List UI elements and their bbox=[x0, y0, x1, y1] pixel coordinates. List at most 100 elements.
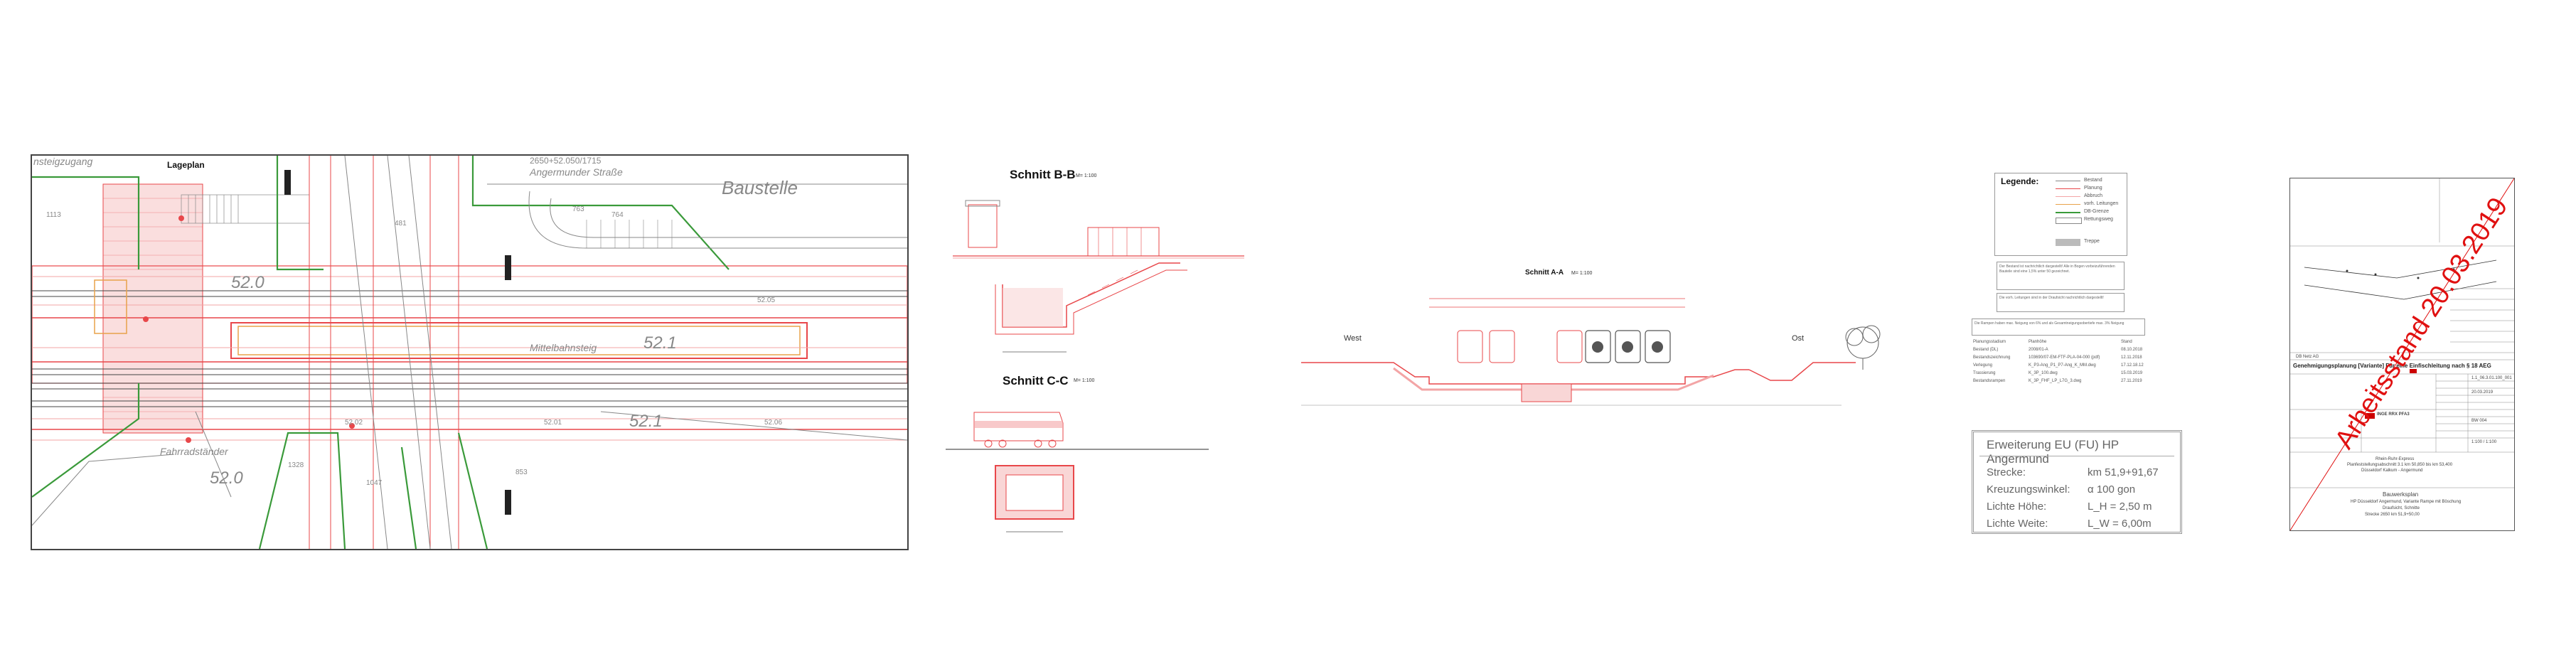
info-value: α 100 gon bbox=[2088, 483, 2136, 496]
table-cell: Planungsstadium bbox=[1973, 340, 2006, 344]
table-cell: 27.11.2019 bbox=[2121, 379, 2142, 383]
project-subtitle: Düsseldorf Kalkum - Angermund bbox=[2361, 469, 2423, 473]
km-label: 481 bbox=[395, 220, 407, 228]
project-name: Rhein-Ruhr-Express bbox=[2375, 457, 2415, 461]
info-value: L_H = 2,50 m bbox=[2088, 501, 2152, 513]
schnitt-cc-drawing bbox=[946, 412, 1209, 532]
project-subtitle: Planfeststellungsabschnitt 3.1 km 50,850… bbox=[2347, 463, 2453, 467]
schnitt-bb-scale: M= 1:100 bbox=[1076, 173, 1097, 178]
legend-item: Bestand bbox=[2084, 178, 2102, 183]
schnitt-aa-title: Schnitt A-A bbox=[1525, 269, 1564, 277]
drawing-subtitle: Draufsicht, Schnitte bbox=[2383, 506, 2420, 510]
table-cell: Planhöhe bbox=[2029, 340, 2047, 344]
legend-item: vorh. Leitungen bbox=[2084, 201, 2119, 206]
legend-note-text: Die Rampen haben max. Neigung von 6% und… bbox=[1974, 321, 2125, 326]
table-row: Verlegung K_P3-Ang_P1_P7-Ang_K_MM.dwg 17… bbox=[1972, 363, 2144, 371]
lageplan-sheet: Lageplan nsteigzugang Baustelle Angermun… bbox=[31, 154, 909, 550]
height-label: 52.05 bbox=[757, 296, 776, 304]
legend-note-1: Der Bestand ist nachrichtlich dargestell… bbox=[1997, 262, 2125, 290]
label-baustelle: Baustelle bbox=[722, 177, 798, 198]
legend-swatch-db-grenze bbox=[2056, 212, 2080, 213]
legend-swatch-rettungsweg bbox=[2056, 218, 2082, 224]
schnitt-aa-scale: M= 1:100 bbox=[1571, 271, 1593, 276]
height-label: 52.01 bbox=[544, 419, 562, 427]
table-cell: Bestandszeichnung bbox=[1973, 355, 2011, 360]
height-label: 52.06 bbox=[764, 419, 783, 427]
schnitt-aa-drawing bbox=[1301, 298, 1881, 406]
km-label: 1047 bbox=[366, 479, 383, 487]
legend-item: Rettungsweg bbox=[2084, 217, 2113, 222]
project-info-box: Erweiterung EU (FU) HP Angermund Strecke… bbox=[1972, 430, 2182, 534]
legend-item: Planung bbox=[2084, 186, 2102, 191]
km-label: 763 bbox=[572, 205, 584, 213]
table-cell: Trassierung bbox=[1973, 371, 1996, 375]
table-cell: K_3P_100.dwg bbox=[2029, 371, 2058, 375]
schnitt-cc: Schnitt C-C M= 1:100 bbox=[939, 370, 1223, 547]
legend-note-text: Der Bestand ist nachrichtlich dargestell… bbox=[1999, 264, 2115, 274]
label-ost: Ost bbox=[1792, 334, 1805, 343]
legend-swatch-leitungen bbox=[2056, 204, 2080, 205]
title-block-header: Genehmigungsplanung [Variante] Für eine … bbox=[2293, 363, 2491, 369]
lageplan-title: Lageplan bbox=[167, 160, 205, 170]
info-label: Kreuzungswinkel: bbox=[1987, 483, 2070, 496]
legend-title: Legende: bbox=[2001, 176, 2039, 186]
km-label: 1113 bbox=[46, 211, 61, 219]
table-row: Bestandszeichnung 103690/07-EM-FTF-PLA-0… bbox=[1972, 355, 2144, 363]
info-value: km 51,9+91,67 bbox=[2088, 466, 2159, 478]
table-cell: 15.03.2019 bbox=[2121, 371, 2143, 375]
label-street-ref: 2650+52.050/1715 bbox=[530, 156, 602, 166]
elevation-label: 52.0 bbox=[231, 273, 264, 292]
label-west: West bbox=[1344, 334, 1362, 343]
legend-note-2: Die vorh. Leitungen sind in der Draufsic… bbox=[1997, 293, 2125, 312]
table-cell: Bestandsrampen bbox=[1973, 379, 2006, 383]
km-label: 764 bbox=[611, 211, 624, 219]
table-cell: Stand bbox=[2121, 340, 2132, 344]
project-info-title: Erweiterung EU (FU) HP Angermund bbox=[1987, 438, 2119, 466]
table-cell: K_P3-Ang_P1_P7-Ang_K_MM.dwg bbox=[2029, 363, 2096, 368]
info-value: L_W = 6,00m bbox=[2088, 518, 2152, 530]
legend-swatch-abbruch bbox=[2056, 196, 2080, 197]
legend-panel: Legende: Bestand Planung Abbruch vorh. L… bbox=[1994, 173, 2127, 256]
lageplan-drawing bbox=[32, 156, 907, 549]
title-block: Genehmigungsplanung [Variante] Für eine … bbox=[2289, 178, 2515, 531]
table-row: Trassierung K_3P_100.dwg 15.03.2019 bbox=[1972, 371, 2144, 379]
table-cell: Verlegung bbox=[1973, 363, 1993, 368]
table-cell: 2008/01-A bbox=[2029, 348, 2048, 352]
info-label: Lichte Weite: bbox=[1987, 518, 2048, 530]
height-label: 52.02 bbox=[345, 419, 363, 427]
schnitt-cc-scale: M= 1:100 bbox=[1074, 378, 1095, 383]
legend-item: Treppe bbox=[2084, 239, 2100, 244]
table-row: Bestandsrampen K_3P_FHF_LP_L7G_3.dwg 27.… bbox=[1972, 379, 2144, 387]
plan-reference-table: Planungsstadium Planhöhe Stand Bestand (… bbox=[1972, 340, 2144, 391]
scale-value: 1:100 / 1:100 bbox=[2471, 440, 2497, 444]
schnitt-bb-title: Schnitt B-B bbox=[1010, 168, 1076, 181]
legend-swatch-treppe bbox=[2056, 239, 2080, 246]
drawing-subtitle: HP Düsseldorf Angermund, Variante Rampe … bbox=[2351, 500, 2462, 504]
table-cell: Bestand (DL) bbox=[1973, 348, 1999, 352]
table-row: Bestand (DL) 2008/01-A 08.10.2018 bbox=[1972, 348, 2144, 355]
table-cell: K_3P_FHF_LP_L7G_3.dwg bbox=[2029, 379, 2082, 383]
schnitt-cc-title: Schnitt C-C bbox=[1003, 374, 1069, 387]
drawing-subtitle: Strecke 2650 km 51,9+50,00 bbox=[2365, 513, 2420, 517]
elevation-label: 52.0 bbox=[210, 469, 243, 488]
table-cell: 12.11.2018 bbox=[2121, 355, 2142, 360]
label-fahrradstaender: Fahrradständer bbox=[160, 446, 228, 457]
sheet-number: BW 004 bbox=[2471, 419, 2487, 423]
table-cell: 103690/07-EM-FTF-PLA-04-000 (pdf) bbox=[2029, 355, 2100, 360]
elevation-label: 52.1 bbox=[629, 412, 663, 431]
schnitt-bb-drawing bbox=[953, 200, 1244, 353]
legend-item: DB-Grenze bbox=[2084, 209, 2110, 214]
company-name: INGE RRX PFA3 bbox=[2377, 412, 2410, 417]
plan-number: 1.1_06.3.01.100_001 bbox=[2471, 376, 2512, 380]
info-label: Lichte Höhe: bbox=[1987, 501, 2047, 513]
label-bahnsteigzugang: nsteigzugang bbox=[33, 156, 93, 167]
legend-item: Abbruch bbox=[2084, 193, 2103, 198]
title-block-grid bbox=[2290, 178, 2514, 530]
label-street: Angermunder Straße bbox=[530, 166, 623, 178]
drawing-title: Bauwerksplan bbox=[2383, 491, 2419, 498]
table-cell: 08.10.2018 bbox=[2121, 348, 2143, 352]
table-row: Planungsstadium Planhöhe Stand bbox=[1972, 340, 2144, 348]
km-label: 853 bbox=[515, 469, 528, 476]
info-label: Strecke: bbox=[1987, 466, 2026, 478]
label-mittelbahnsteig: Mittelbahnsteig bbox=[530, 342, 597, 353]
